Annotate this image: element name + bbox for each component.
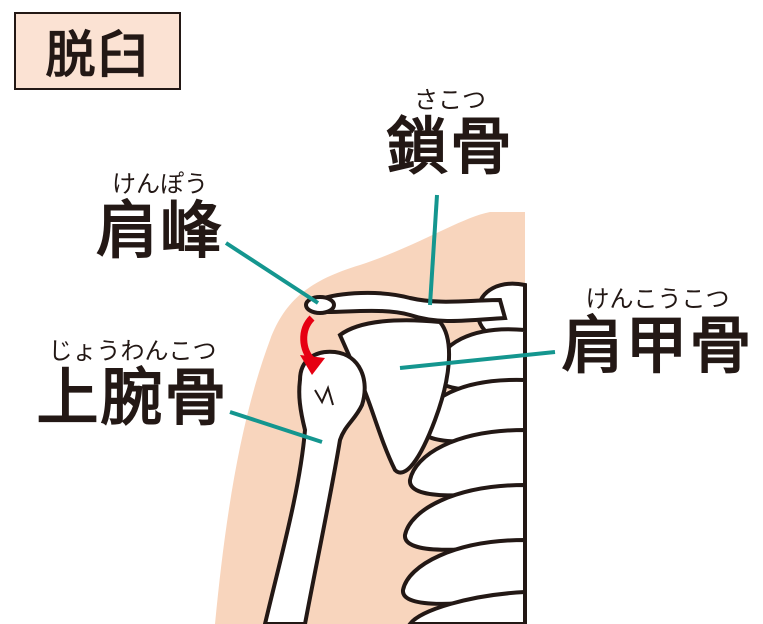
humerus-name: 上腕骨 bbox=[36, 361, 229, 434]
humerus-reading: じょうわんこつ bbox=[48, 337, 217, 365]
page-title: 脱臼 bbox=[14, 12, 181, 90]
humerus-bone bbox=[262, 349, 367, 624]
scapula-name: 肩甲骨 bbox=[561, 309, 754, 382]
clavicle-name: 鎖骨 bbox=[385, 110, 514, 183]
leader-lines bbox=[224, 194, 556, 444]
dislocation-arrow-icon bbox=[300, 315, 325, 375]
label-acromion: けんぽう 肩峰 bbox=[90, 170, 230, 264]
label-humerus: じょうわんこつ 上腕骨 bbox=[25, 337, 240, 431]
acromion-reading: けんぽう bbox=[112, 170, 208, 198]
clavicle-bone bbox=[315, 290, 508, 323]
label-scapula: けんこうこつ 肩甲骨 bbox=[555, 285, 760, 379]
humerus-crack bbox=[314, 385, 334, 406]
label-clavicle: さこつ 鎖骨 bbox=[385, 86, 515, 180]
acromion-name: 肩峰 bbox=[95, 194, 224, 267]
clavicle-reading: さこつ bbox=[414, 86, 486, 114]
scapula-reading: けんこうこつ bbox=[585, 285, 730, 313]
scapula-bone bbox=[337, 318, 451, 475]
